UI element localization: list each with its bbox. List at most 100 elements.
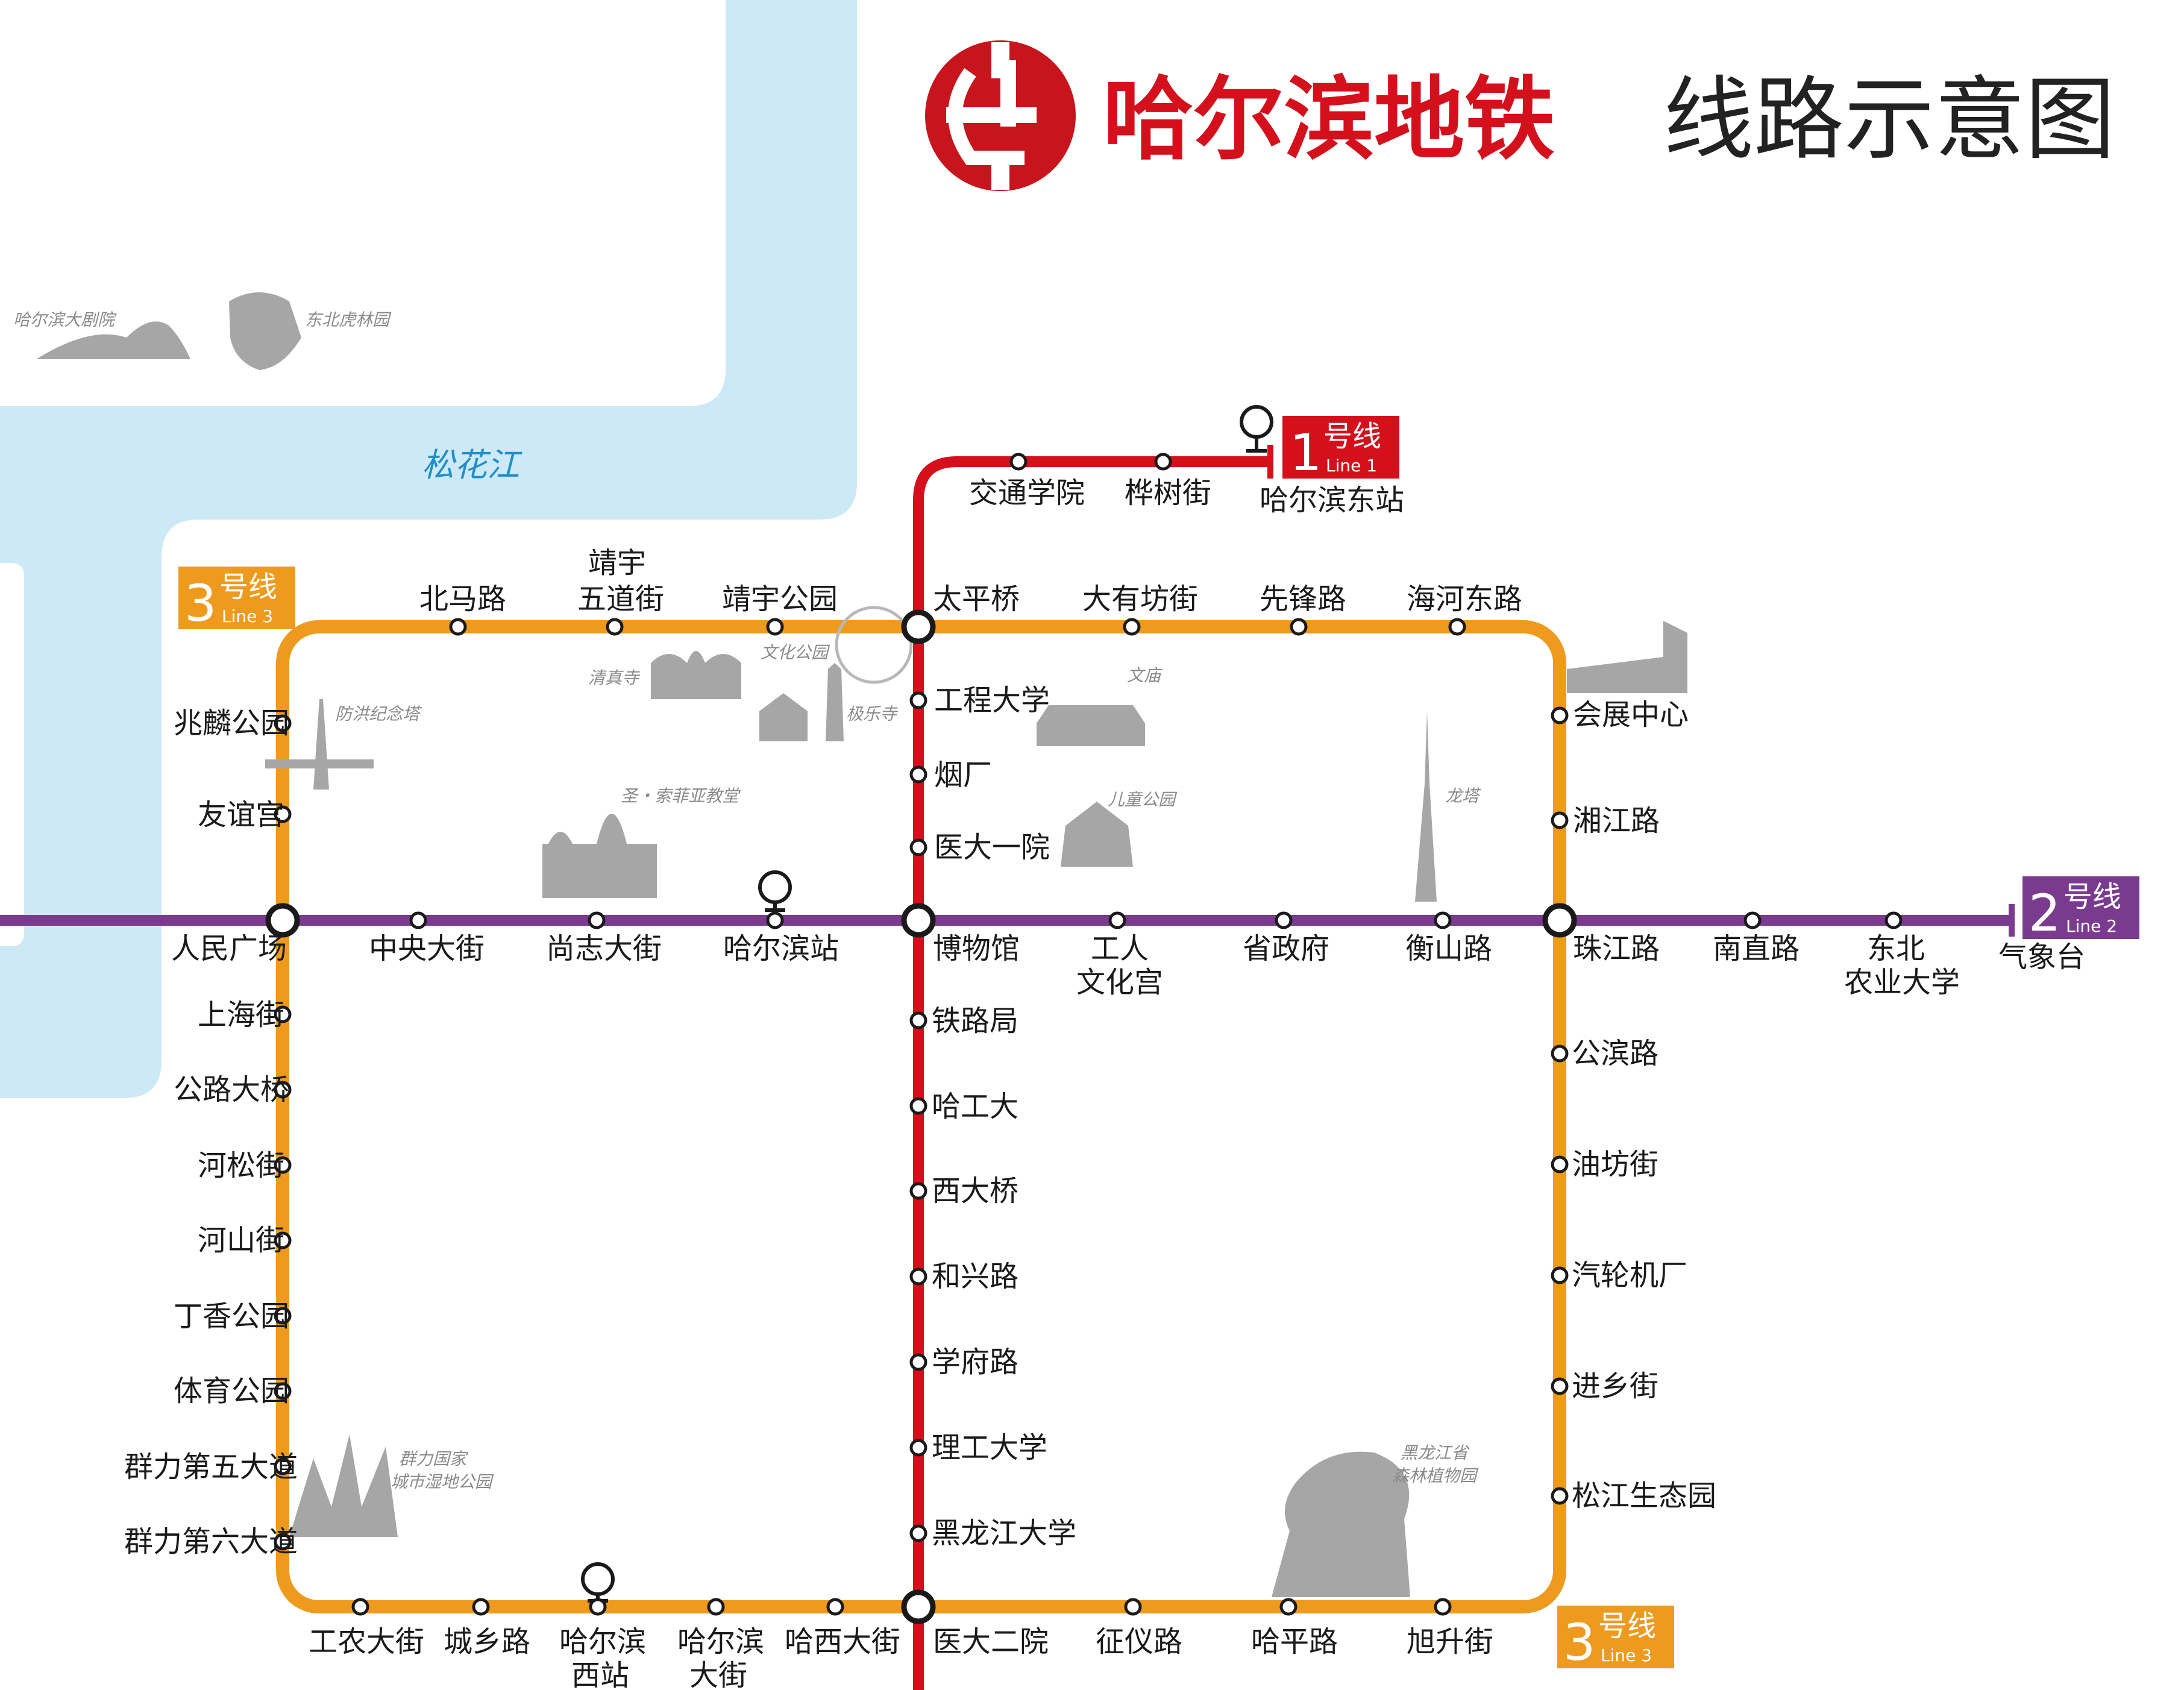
svg-text:号线: 号线 — [1598, 1609, 1656, 1643]
station-label: 大有坊街 — [1082, 582, 1198, 616]
station-label: 五道街 — [577, 582, 664, 616]
station-label: 南直路 — [1713, 932, 1800, 966]
station-label: 会展中心 — [1573, 698, 1689, 732]
svg-text:3: 3 — [184, 574, 216, 633]
station-label: 中央大街 — [369, 932, 485, 966]
mosque-icon — [651, 651, 741, 699]
station-label: 博物馆 — [933, 932, 1020, 966]
trees-icon — [1272, 1451, 1410, 1597]
svg-text:号线: 号线 — [1323, 419, 1381, 453]
station-label: 群力第五大道 — [124, 1450, 298, 1484]
station-label: 哈尔滨站 — [723, 932, 839, 966]
temple-icon — [1037, 705, 1145, 746]
station-label: 进乡街 — [1572, 1369, 1658, 1403]
station-label: 理工大学 — [932, 1431, 1047, 1465]
landmark-label: 群力国家 — [399, 1449, 469, 1469]
station-label: 河松街 — [198, 1149, 284, 1183]
landmark-label: 哈尔滨大剧院 — [13, 310, 117, 330]
line1-track — [913, 456, 1270, 1690]
station-label: 哈西大街 — [785, 1625, 900, 1659]
station-label: 靖宇 — [588, 546, 646, 580]
line3-badge-bottom: 3 号线 Line 3 — [1557, 1606, 1674, 1672]
station-label: 气象台 — [1998, 940, 2085, 974]
songhua-river — [0, 0, 857, 1098]
theater-icon — [36, 321, 190, 359]
station-label: 湘江路 — [1573, 804, 1660, 838]
svg-text:Line 3: Line 3 — [1601, 1645, 1652, 1665]
station-label: 哈尔滨 — [677, 1625, 764, 1659]
station-label: 哈尔滨 — [559, 1625, 646, 1659]
station-label: 西站 — [571, 1659, 629, 1690]
station-label: 体育公园 — [174, 1374, 289, 1408]
metro-logo-icon — [925, 40, 1076, 191]
station-label: 黑龙江大学 — [932, 1516, 1076, 1550]
station-label: 太平桥 — [933, 582, 1020, 616]
landmark-label: 城市湿地公园 — [391, 1472, 494, 1492]
line1-badge: 1 号线 Line 1 — [1282, 416, 1399, 482]
landmark-label: 黑龙江省 — [1401, 1443, 1470, 1463]
station-label: 农业大学 — [1844, 966, 1960, 999]
station-label: 征仪路 — [1096, 1625, 1182, 1659]
station-label: 珠江路 — [1573, 932, 1660, 966]
station-label: 东北 — [1867, 932, 1925, 966]
river-island — [0, 563, 24, 946]
svg-text:2: 2 — [2029, 884, 2060, 943]
river-name: 松花江 — [422, 446, 522, 484]
landmark-label: 东北虎林园 — [305, 310, 392, 330]
station-label: 衡山路 — [1405, 932, 1492, 966]
station-label: 学府路 — [932, 1345, 1018, 1379]
line3-badge-top: 3 号线 Line 3 — [178, 567, 295, 633]
carousel-icon — [1061, 802, 1133, 867]
railway-station-icon — [581, 1562, 615, 1603]
landmark-label: 龙塔 — [1445, 786, 1481, 806]
railway-station-icon — [1240, 405, 1273, 453]
landmark-label: 清真寺 — [588, 668, 641, 688]
pagoda-icon — [759, 663, 844, 741]
station-label: 工程大学 — [934, 683, 1050, 717]
exhibition-center-icon — [1567, 621, 1687, 693]
station-label: 旭升街 — [1407, 1625, 1493, 1659]
tower-icon — [265, 699, 374, 790]
station-label: 哈工大 — [932, 1090, 1018, 1123]
station-label: 上海街 — [198, 998, 284, 1032]
station-label: 城乡路 — [444, 1625, 530, 1659]
station-label: 友谊宫 — [198, 798, 284, 832]
station-label: 哈尔滨东站 — [1260, 483, 1404, 517]
tv-tower-icon — [1415, 711, 1437, 902]
station-label: 大街 — [689, 1659, 747, 1690]
landmark-label: 圣・索菲亚教堂 — [621, 786, 741, 806]
station-label: 桦树街 — [1125, 476, 1211, 510]
title-red: 哈尔滨地铁 — [1103, 68, 1555, 172]
svg-text:号线: 号线 — [2063, 880, 2121, 914]
landmark-label: 文庙 — [1127, 665, 1163, 685]
station-label: 尚志大街 — [546, 932, 662, 966]
landmark-label: 森林植物园 — [1392, 1466, 1479, 1486]
landmark-label: 防洪纪念塔 — [335, 704, 422, 724]
svg-text:Line 2: Line 2 — [2066, 916, 2117, 936]
station-label: 工农大街 — [309, 1625, 424, 1659]
station-label: 公滨路 — [1572, 1037, 1658, 1070]
svg-text:Line 1: Line 1 — [1326, 456, 1377, 476]
title-black: 线路示意图 — [1663, 68, 2115, 172]
cathedral-icon — [542, 814, 657, 898]
svg-text:3: 3 — [1563, 1613, 1595, 1672]
station-label: 公路大桥 — [174, 1073, 289, 1107]
station-label: 和兴路 — [932, 1260, 1018, 1293]
station-label: 靖宇公园 — [722, 582, 838, 616]
station-label: 海河东路 — [1407, 582, 1522, 616]
line2-badge: 2 号线 Line 2 — [2022, 876, 2139, 943]
station-label: 省政府 — [1243, 932, 1329, 966]
station-label: 北马路 — [419, 582, 506, 616]
svg-text:1: 1 — [1290, 423, 1322, 482]
station-label: 先锋路 — [1260, 582, 1346, 616]
landmark-label: 极乐寺 — [846, 704, 899, 724]
station-label: 医大一院 — [934, 831, 1050, 864]
railway-station-icon — [758, 870, 792, 912]
station-label: 烟厂 — [934, 758, 992, 792]
station-label: 西大桥 — [932, 1174, 1018, 1208]
station-label: 河山街 — [198, 1224, 284, 1257]
station-label: 工人 — [1091, 932, 1149, 966]
station-label: 哈平路 — [1251, 1625, 1338, 1659]
station-label: 医大二院 — [933, 1625, 1049, 1659]
station-label: 文化宫 — [1076, 966, 1163, 999]
